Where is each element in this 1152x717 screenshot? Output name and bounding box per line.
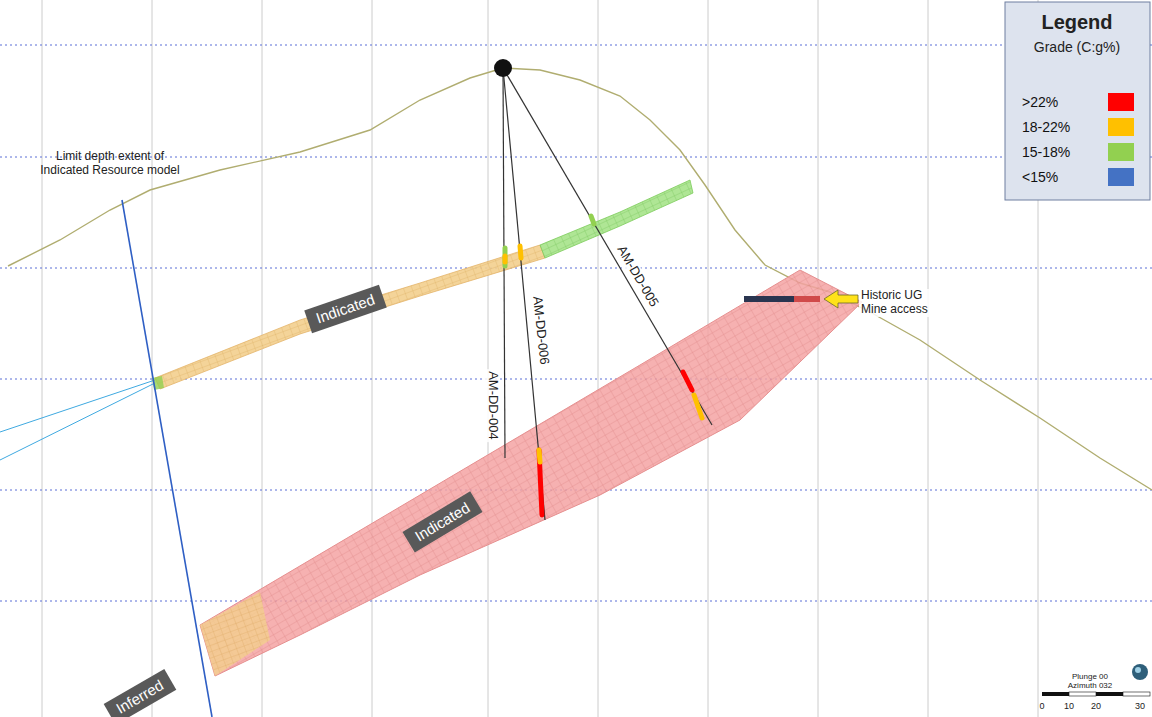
orientation-icon <box>1132 664 1148 680</box>
legend-panel <box>1005 2 1150 200</box>
limit-note: Limit depth extent of Indicated Resource… <box>35 150 185 178</box>
resource-class-tag: Inferred <box>104 669 176 717</box>
legend-row: <15% <box>1022 168 1134 186</box>
scale-tick: 10 <box>1064 701 1074 711</box>
scale-bar <box>1042 692 1150 696</box>
legend-subtitle: Grade (C:g%) <box>1034 39 1120 55</box>
view-plunge: Plunge 00 <box>1072 672 1108 681</box>
resource-limit-line <box>122 200 212 717</box>
class-label: Inferred <box>113 676 167 717</box>
lower-orebody-margin <box>200 592 270 676</box>
drill-holes <box>503 68 712 520</box>
legend-text: <15% <box>1022 169 1058 185</box>
mine-access <box>744 290 858 308</box>
legend-row: 15-18% <box>1022 143 1134 161</box>
legend-text: 18-22% <box>1022 119 1070 135</box>
legend-swatch <box>1108 93 1134 111</box>
drillhole-id: AM-DD-004 <box>485 369 500 442</box>
drillhole-id: AM-DD-005 <box>612 241 662 311</box>
scale-tick: 0 <box>1039 701 1044 711</box>
upper-orebody <box>155 245 545 389</box>
legend-row: >22% <box>1022 93 1134 111</box>
legend-swatch <box>1108 118 1134 136</box>
drillhole-id: AM-DD-006 <box>529 293 551 367</box>
callout-text: Historic UG Mine access <box>859 289 949 317</box>
class-label: Indicated <box>313 291 376 328</box>
view-azimuth: Azimuth 032 <box>1068 681 1112 690</box>
scale-tick: 20 <box>1091 701 1101 711</box>
legend-title: Legend <box>1041 11 1112 34</box>
legend-row: 18-22% <box>1022 118 1134 136</box>
drill-collar <box>494 59 512 77</box>
legend-swatch <box>1108 168 1134 186</box>
scale-tick: 30 <box>1135 701 1145 711</box>
legend-swatch <box>1108 143 1134 161</box>
assay-intercepts <box>505 216 702 515</box>
resource-class-tag: Indicated <box>304 285 386 333</box>
cyan-lines <box>0 380 155 460</box>
legend-text: 15-18% <box>1022 144 1070 160</box>
legend-text: >22% <box>1022 94 1058 110</box>
